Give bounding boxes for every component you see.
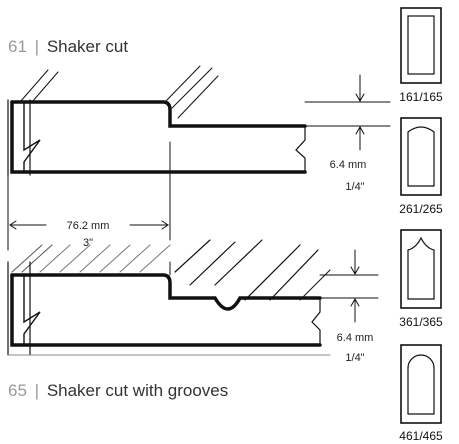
door-461-465 [400, 344, 442, 424]
door-261-265-label: 261/265 [399, 202, 443, 216]
door-161-165-label: 161/165 [399, 90, 443, 104]
profile-65-title: 65 | Shaker cut with grooves [8, 381, 228, 400]
profile-65-separator: | [35, 381, 39, 400]
door-161-165 [400, 7, 442, 84]
profile-61-number: 61 [8, 37, 27, 56]
profile-65-drawing [7, 239, 379, 356]
svg-text:61 | Shaker cut: 61 | Shaker cut [8, 37, 128, 56]
profile-65-name: Shaker cut with grooves [47, 381, 228, 400]
door-361-365-label: 361/365 [399, 315, 443, 329]
profile-61-depth-in: 1/4" [345, 181, 364, 193]
profile-61-name: Shaker cut [47, 37, 129, 56]
door-461-465-label: 461/465 [399, 429, 443, 443]
profile-61-drawing [7, 65, 391, 251]
profile-65-number: 65 [8, 381, 27, 400]
profile-61-separator: | [35, 37, 39, 56]
door-361-365 [400, 229, 442, 309]
profile-65-depth-mm: 6.4 mm [337, 332, 374, 344]
profile-61-depth-mm: 6.4 mm [330, 159, 367, 171]
profile-65-depth-in: 1/4" [345, 352, 364, 364]
profile-61-title: 61 | Shaker cut [8, 37, 128, 56]
profile-61-width-mm: 76.2 mm [67, 220, 110, 232]
profile-61-width-in: 3" [83, 237, 93, 249]
door-261-265 [400, 117, 442, 196]
svg-text:65 | Shaker cut wi: 65 | Shaker cut with grooves [8, 381, 228, 400]
